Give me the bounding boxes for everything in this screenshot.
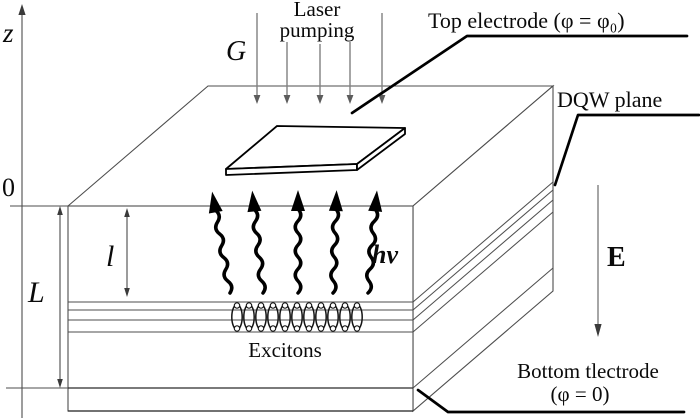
dimension-L — [57, 206, 63, 388]
laser-pumping-label-line2: pumping — [280, 18, 355, 42]
dqw-side-line — [412, 189, 554, 311]
dqw-plane-leader — [553, 113, 700, 187]
exciton-coil — [255, 302, 267, 332]
laser-arrowhead-icon — [316, 95, 324, 104]
photon-arrowhead-icon — [247, 190, 262, 213]
bottom-electrode-label-line1: Bottom tlectrode — [517, 359, 659, 383]
dim-arrowhead-icon — [124, 208, 130, 217]
laser-pump-arrows — [253, 13, 386, 104]
photon-arrowhead-icon — [291, 190, 305, 211]
laser-pumping-label-line1: Laser — [294, 0, 341, 21]
exciton-top-ring — [245, 302, 253, 309]
dqw-layer-lines — [68, 181, 554, 333]
exciton-bottom-ring — [257, 325, 265, 332]
dqw-side-line — [412, 181, 554, 303]
exciton-coil — [243, 302, 255, 332]
dim-arrowhead-icon — [57, 379, 63, 388]
exciton-bottom-ring — [329, 325, 337, 332]
thickness-label: L — [27, 276, 45, 309]
exciton-coil — [291, 302, 303, 332]
generation-label: G — [226, 36, 246, 67]
top-electrode-label: Top electrode (φ = φ₀) — [428, 8, 625, 33]
photon-wavy-line — [329, 207, 341, 295]
exciton-coil — [327, 302, 339, 332]
depth-label: l — [106, 240, 114, 273]
photon-arrowhead-icon — [368, 190, 383, 212]
exciton-coil — [303, 302, 315, 332]
field-label: E — [607, 242, 626, 273]
field-arrowhead-icon — [594, 324, 602, 337]
exciton-top-ring — [233, 302, 241, 309]
dqw-plane-label: DQW plane — [557, 87, 662, 112]
photon-arrow — [208, 191, 234, 295]
exciton-top-ring — [257, 302, 265, 309]
plate-right-edge — [356, 127, 406, 171]
exciton-bottom-ring — [269, 325, 277, 332]
photon-arrow — [247, 190, 267, 295]
laser-arrowhead-icon — [346, 95, 354, 104]
exciton-bottom-ring — [245, 325, 253, 332]
laser-arrowhead-icon — [283, 95, 291, 104]
exciton-coil — [351, 302, 363, 332]
exciton-top-ring — [341, 302, 349, 309]
photon-arrowhead-icon — [208, 191, 223, 214]
photon-wavy-line — [365, 207, 380, 295]
exciton-bottom-ring — [305, 325, 313, 332]
dimension-l — [124, 208, 130, 297]
exciton-top-ring — [305, 302, 313, 309]
photon-arrow — [328, 190, 343, 295]
dim-arrowhead-icon — [124, 288, 130, 297]
bottom-electrode-leader — [416, 388, 686, 414]
excitons-label: Excitons — [248, 338, 322, 362]
electric-field-arrow — [594, 185, 602, 337]
photon-wavy-line — [213, 208, 234, 295]
exciton-coil — [339, 302, 351, 332]
bottom-electrode-side-line — [412, 267, 554, 389]
exciton-bottom-ring — [317, 325, 325, 332]
exciton-coil — [315, 302, 327, 332]
exciton-bottom-ring — [341, 325, 349, 332]
top-electrode-plate — [225, 125, 406, 176]
top-electrode-leader — [350, 34, 689, 115]
exciton-top-ring — [281, 302, 289, 309]
laser-arrowhead-icon — [378, 95, 386, 104]
exciton-top-ring — [269, 302, 277, 309]
bottom-electrode-label-line2: (φ = 0) — [551, 382, 610, 406]
photon-label: hν — [372, 240, 398, 269]
exciton-top-ring — [293, 302, 301, 309]
laser-arrowhead-icon — [253, 95, 261, 104]
z-axis — [6, 4, 68, 418]
exciton-bottom-ring — [293, 325, 301, 332]
exciton-coils — [231, 302, 363, 332]
origin-label: 0 — [2, 173, 15, 202]
z-axis-label: z — [2, 18, 14, 48]
dqw-side-line — [412, 199, 554, 321]
exciton-top-ring — [317, 302, 325, 309]
exciton-bottom-ring — [233, 325, 241, 332]
exciton-top-ring — [329, 302, 337, 309]
exciton-bottom-ring — [281, 325, 289, 332]
photon-arrow — [291, 190, 305, 295]
exciton-coil — [231, 302, 243, 332]
exciton-coil — [267, 302, 279, 332]
z-axis-arrowhead-icon — [18, 4, 26, 15]
leader-lines — [350, 34, 700, 414]
photon-wavy-line — [251, 207, 267, 295]
dqw-side-line — [412, 211, 554, 333]
photon-wavy-line — [293, 207, 303, 295]
exciton-bottom-ring — [353, 325, 361, 332]
dim-arrowhead-icon — [57, 206, 63, 215]
exciton-coil — [279, 302, 291, 332]
photon-arrowhead-icon — [328, 190, 343, 212]
exciton-top-ring — [353, 302, 361, 309]
photon-arrow — [365, 190, 383, 295]
photon-wavy-arrows — [208, 190, 383, 295]
